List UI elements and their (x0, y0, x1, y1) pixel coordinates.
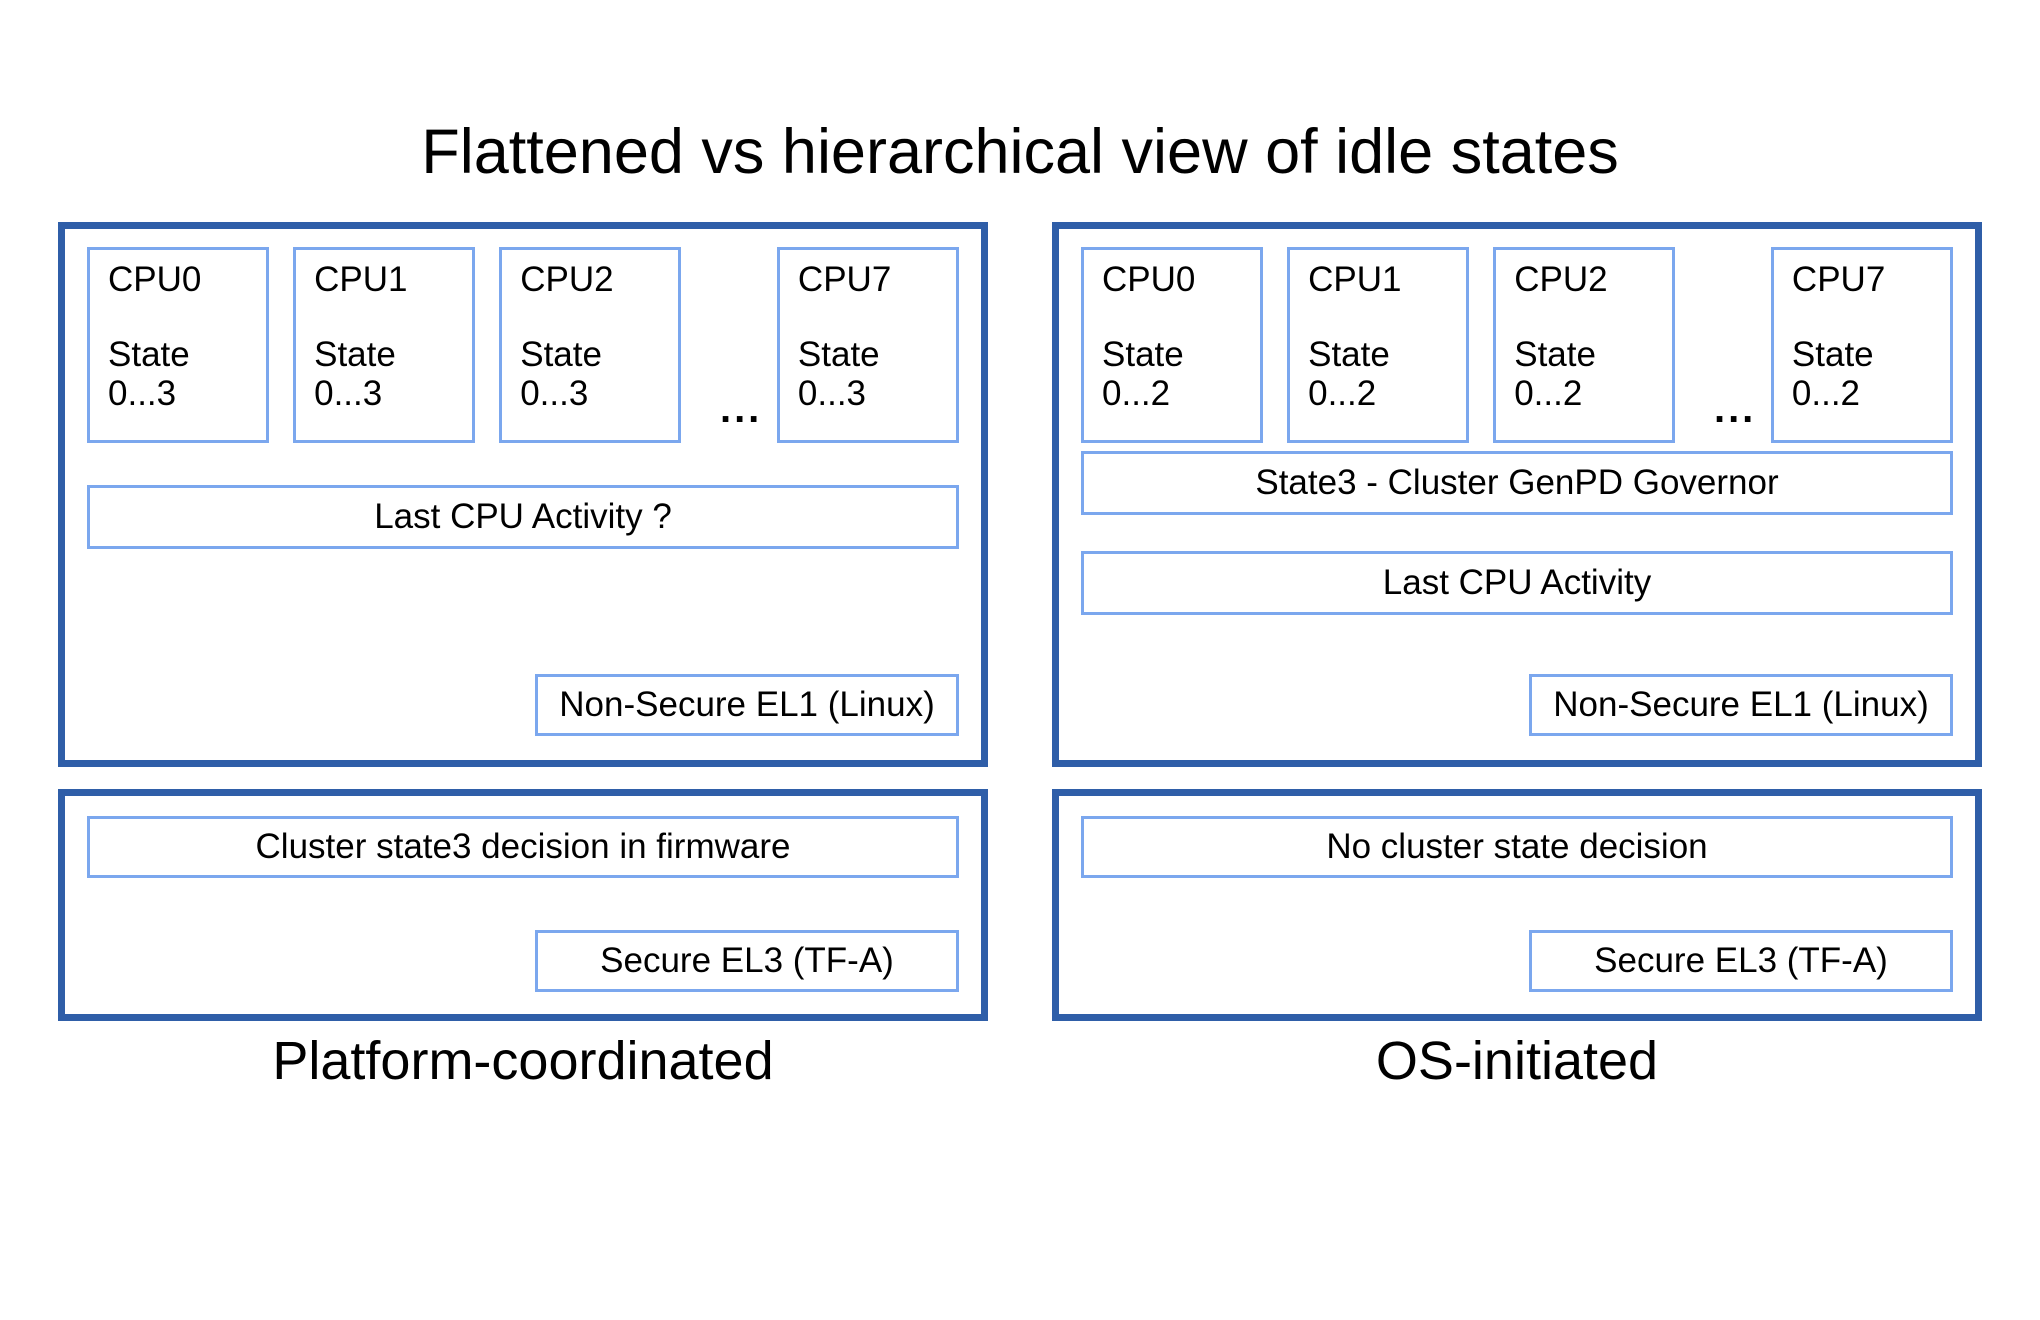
firmware-panel-platform-coordinated: Cluster state3 decision in firmware Secu… (58, 789, 988, 1021)
cpu-state-label: State 0...3 (797, 334, 880, 413)
os-panel-platform-coordinated: CPU0 State 0...3 CPU1 State 0...3 CPU2 S… (58, 222, 988, 767)
cluster-decision-box: Cluster state3 decision in firmware (87, 816, 959, 878)
exception-level-badge-el1: Non-Secure EL1 (Linux) (535, 674, 959, 736)
cpu-label: CPU2 (520, 260, 614, 299)
last-cpu-activity-box: Last CPU Activity (1081, 551, 1953, 615)
cpu-label: CPU1 (314, 260, 408, 299)
cpu-state-label: State 0...2 (1791, 334, 1874, 413)
cpu-box-cpu7: CPU7 State 0...3 (776, 247, 960, 443)
page-title: Flattened vs hierarchical view of idle s… (421, 117, 1619, 187)
cluster-decision-box: No cluster state decision (1081, 816, 1953, 878)
cpu-box-cpu2: CPU2 State 0...3 (499, 247, 682, 443)
cpu-box-cpu0: CPU0 State 0...2 (1081, 247, 1264, 443)
cpu-label: CPU0 (108, 260, 202, 299)
column-caption-platform-coordinated: Platform-coordinated (272, 1031, 774, 1091)
cpu-label: CPU7 (1791, 260, 1886, 299)
cpu-box-cpu1: CPU1 State 0...3 (293, 247, 476, 443)
diagram-column-platform-coordinated: CPU0 State 0...3 CPU1 State 0...3 CPU2 S… (58, 222, 988, 1021)
cpu-state-label: State 0...3 (314, 334, 396, 413)
cpu-box-cpu7: CPU7 State 0...2 (1770, 247, 1954, 443)
cpu-label: CPU2 (1514, 260, 1608, 299)
cpu-state-label: State 0...3 (108, 334, 190, 413)
exception-level-badge-el3: Secure EL3 (TF-A) (535, 930, 959, 992)
cpu-row: CPU0 State 0...3 CPU1 State 0...3 CPU2 S… (87, 247, 960, 443)
cpu-label: CPU0 (1102, 260, 1196, 299)
cpu-label: CPU1 (1308, 260, 1402, 299)
ellipsis-icon: ... (1713, 387, 1757, 431)
ellipsis-icon: ... (719, 387, 763, 431)
column-caption-os-initiated: OS-initiated (1375, 1031, 1659, 1091)
cpu-label: CPU7 (797, 260, 892, 299)
diagram-column-os-initiated: CPU0 State 0...2 CPU1 State 0...2 CPU2 S… (1052, 222, 1982, 1021)
cluster-genpd-governor-box: State3 - Cluster GenPD Governor (1081, 451, 1953, 515)
cpu-state-label: State 0...2 (1102, 334, 1184, 413)
exception-level-badge-el1: Non-Secure EL1 (Linux) (1529, 674, 1953, 736)
cpu-row: CPU0 State 0...2 CPU1 State 0...2 CPU2 S… (1081, 247, 1954, 443)
cpu-box-cpu1: CPU1 State 0...2 (1287, 247, 1470, 443)
cpu-state-label: State 0...2 (1308, 334, 1390, 413)
cpu-box-cpu2: CPU2 State 0...2 (1493, 247, 1676, 443)
firmware-panel-os-initiated: No cluster state decision Secure EL3 (TF… (1052, 789, 1982, 1021)
last-cpu-activity-box: Last CPU Activity ? (87, 485, 959, 549)
os-panel-os-initiated: CPU0 State 0...2 CPU1 State 0...2 CPU2 S… (1052, 222, 1982, 767)
cpu-box-cpu0: CPU0 State 0...3 (87, 247, 270, 443)
cpu-state-label: State 0...3 (520, 334, 602, 413)
exception-level-badge-el3: Secure EL3 (TF-A) (1529, 930, 1953, 992)
cpu-state-label: State 0...2 (1514, 334, 1596, 413)
